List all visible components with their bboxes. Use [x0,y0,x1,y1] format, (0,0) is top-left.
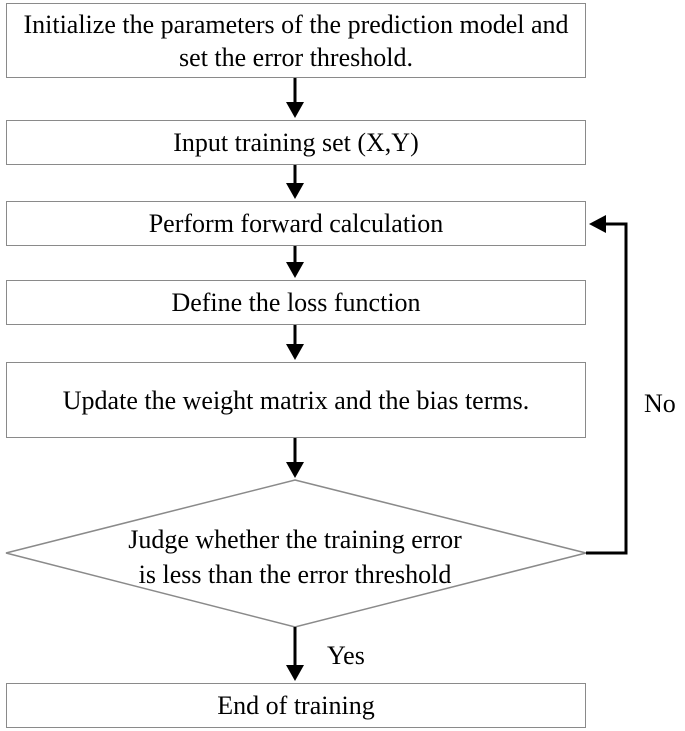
no-label: No [644,389,676,418]
step-forward-text: Perform forward calculation [148,209,444,238]
yes-label: Yes [327,641,365,670]
step-update-text: Update the weight matrix and the bias te… [62,385,530,415]
arrow-decision-to-end [286,627,304,681]
step-update-box: Update the weight matrix and the bias te… [6,362,586,438]
decision-line-1: Judge whether the training error [128,525,462,554]
step-input-box: Input training set (X,Y) [6,120,586,165]
arrow-loss-to-update [286,325,304,360]
step-initialize-box: Initialize the parameters of the predict… [6,3,586,78]
step-forward-box: Perform forward calculation [6,201,586,246]
step-initialize-text: Initialize the parameters of the predict… [23,9,569,72]
step-input-text: Input training set (X,Y) [173,128,419,157]
arrow-no-loop [586,215,628,555]
decision-text: Judge whether the training error is less… [60,522,530,592]
decision-line-2: is less than the error threshold [138,560,452,589]
step-end-box: End of training [6,683,586,728]
step-loss-text: Define the loss function [171,288,421,317]
step-loss-box: Define the loss function [6,280,586,325]
arrow-update-to-decision [286,438,304,478]
arrow-input-to-forward [286,165,304,199]
arrow-init-to-input [286,78,304,118]
arrow-forward-to-loss [286,246,304,278]
step-end-text: End of training [217,691,375,720]
